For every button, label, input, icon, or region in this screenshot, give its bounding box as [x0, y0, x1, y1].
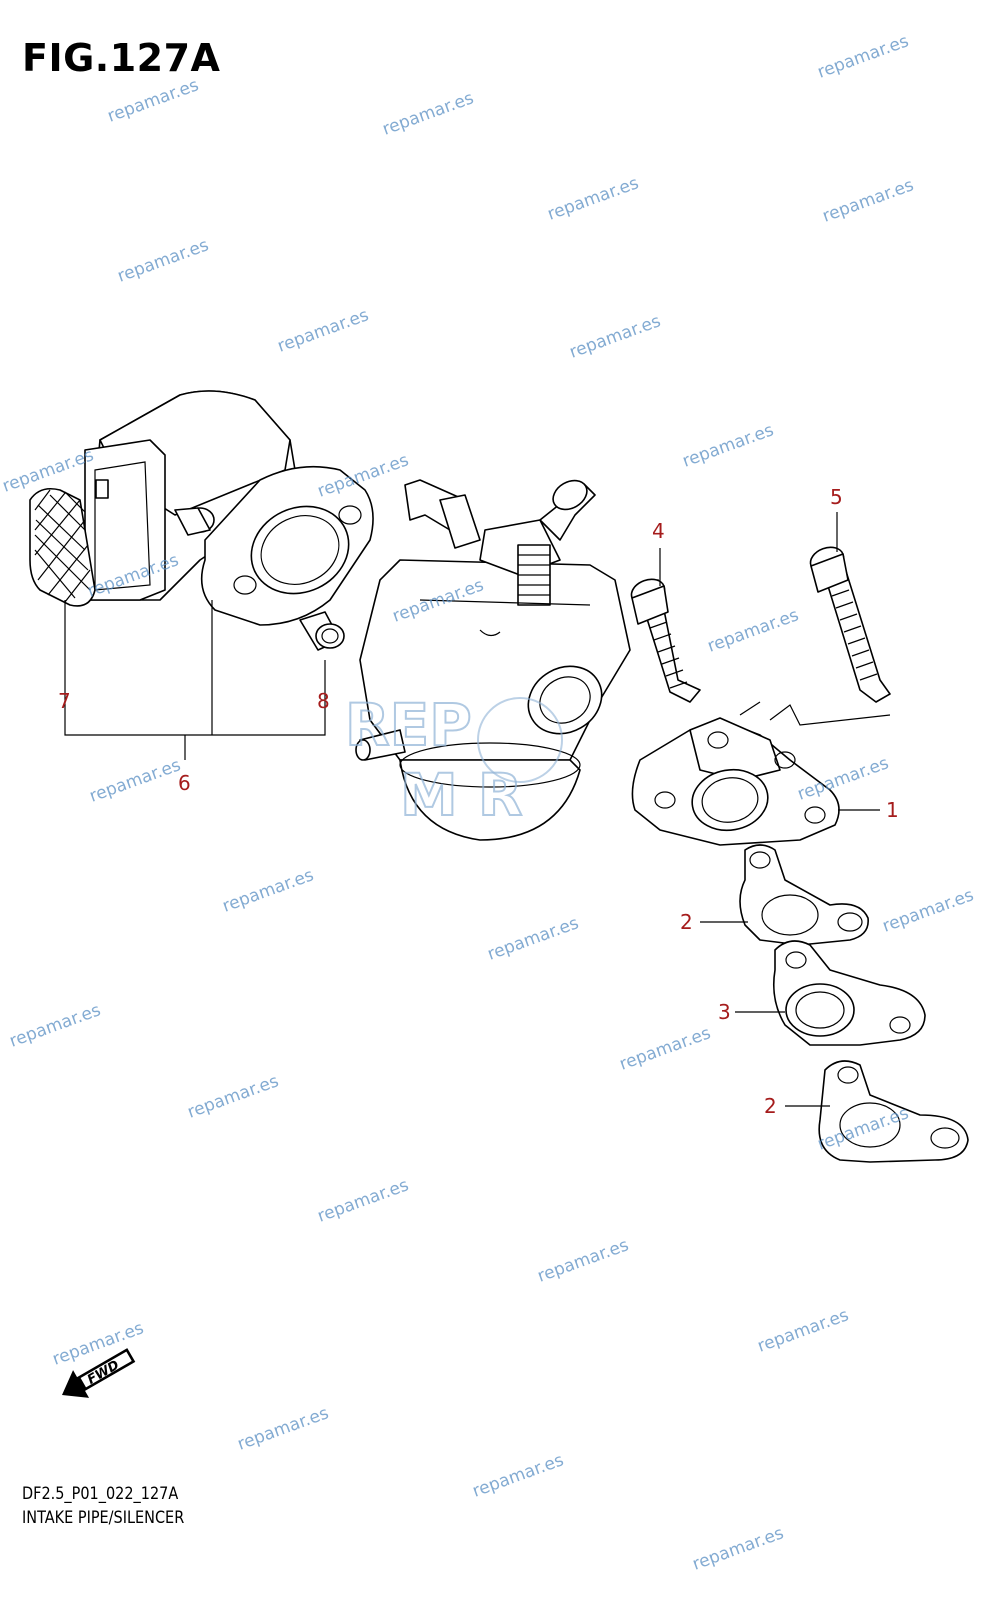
- svg-text:REP: REP: [345, 691, 472, 759]
- svg-text:repamar.es: repamar.es: [705, 605, 802, 656]
- svg-text:repamar.es: repamar.es: [567, 311, 664, 362]
- svg-text:repamar.es: repamar.es: [115, 235, 212, 286]
- callout-3: 3: [718, 1000, 731, 1024]
- bolt-4: [630, 578, 701, 703]
- figure-name: INTAKE PIPE/SILENCER: [22, 1508, 185, 1528]
- gasket-lower: [818, 1060, 969, 1163]
- svg-text:repamar.es: repamar.es: [470, 1450, 567, 1501]
- svg-text:repamar.es: repamar.es: [235, 1403, 332, 1454]
- svg-text:repamar.es: repamar.es: [880, 885, 977, 936]
- svg-text:repamar.es: repamar.es: [755, 1305, 852, 1356]
- callout-4: 4: [652, 519, 665, 543]
- svg-text:repamar.es: repamar.es: [220, 865, 317, 916]
- bolt-5: [809, 546, 891, 703]
- carburetor-assembly: [355, 479, 631, 841]
- callout-2-lower: 2: [764, 1094, 777, 1118]
- figure-title: FIG.127A: [22, 36, 221, 80]
- svg-text:repamar.es: repamar.es: [535, 1235, 632, 1286]
- callout-2-upper: 2: [680, 910, 693, 934]
- svg-text:repamar.es: repamar.es: [820, 175, 917, 226]
- svg-text:repamar.es: repamar.es: [315, 1175, 412, 1226]
- insulator-part: [772, 940, 926, 1046]
- svg-text:repamar.es: repamar.es: [545, 173, 642, 224]
- callout-8: 8: [317, 689, 330, 713]
- svg-text:repamar.es: repamar.es: [87, 755, 184, 806]
- figure-code: DF2.5_P01_022_127A: [22, 1484, 179, 1504]
- svg-text:repamar.es: repamar.es: [680, 420, 777, 471]
- svg-text:repamar.es: repamar.es: [7, 1000, 104, 1051]
- callout-7: 7: [58, 689, 71, 713]
- gasket-upper: [739, 844, 869, 946]
- watermark-logo: REP M R: [344, 690, 563, 830]
- svg-text:repamar.es: repamar.es: [617, 1023, 714, 1074]
- svg-text:repamar.es: repamar.es: [185, 1071, 282, 1122]
- svg-text:repamar.es: repamar.es: [815, 31, 912, 82]
- leader-lines: [64, 512, 880, 1107]
- svg-text:M R: M R: [400, 761, 523, 829]
- callout-1: 1: [886, 798, 899, 822]
- svg-text:repamar.es: repamar.es: [275, 305, 372, 356]
- silencer-part: [29, 390, 374, 626]
- svg-text:repamar.es: repamar.es: [485, 913, 582, 964]
- collar-part: [299, 611, 345, 651]
- svg-text:repamar.es: repamar.es: [690, 1523, 787, 1574]
- callout-6: 6: [178, 771, 191, 795]
- svg-text:repamar.es: repamar.es: [380, 88, 477, 139]
- svg-text:repamar.es: repamar.es: [105, 75, 202, 126]
- intake-pipe-part: [631, 717, 840, 846]
- callout-5: 5: [830, 485, 843, 509]
